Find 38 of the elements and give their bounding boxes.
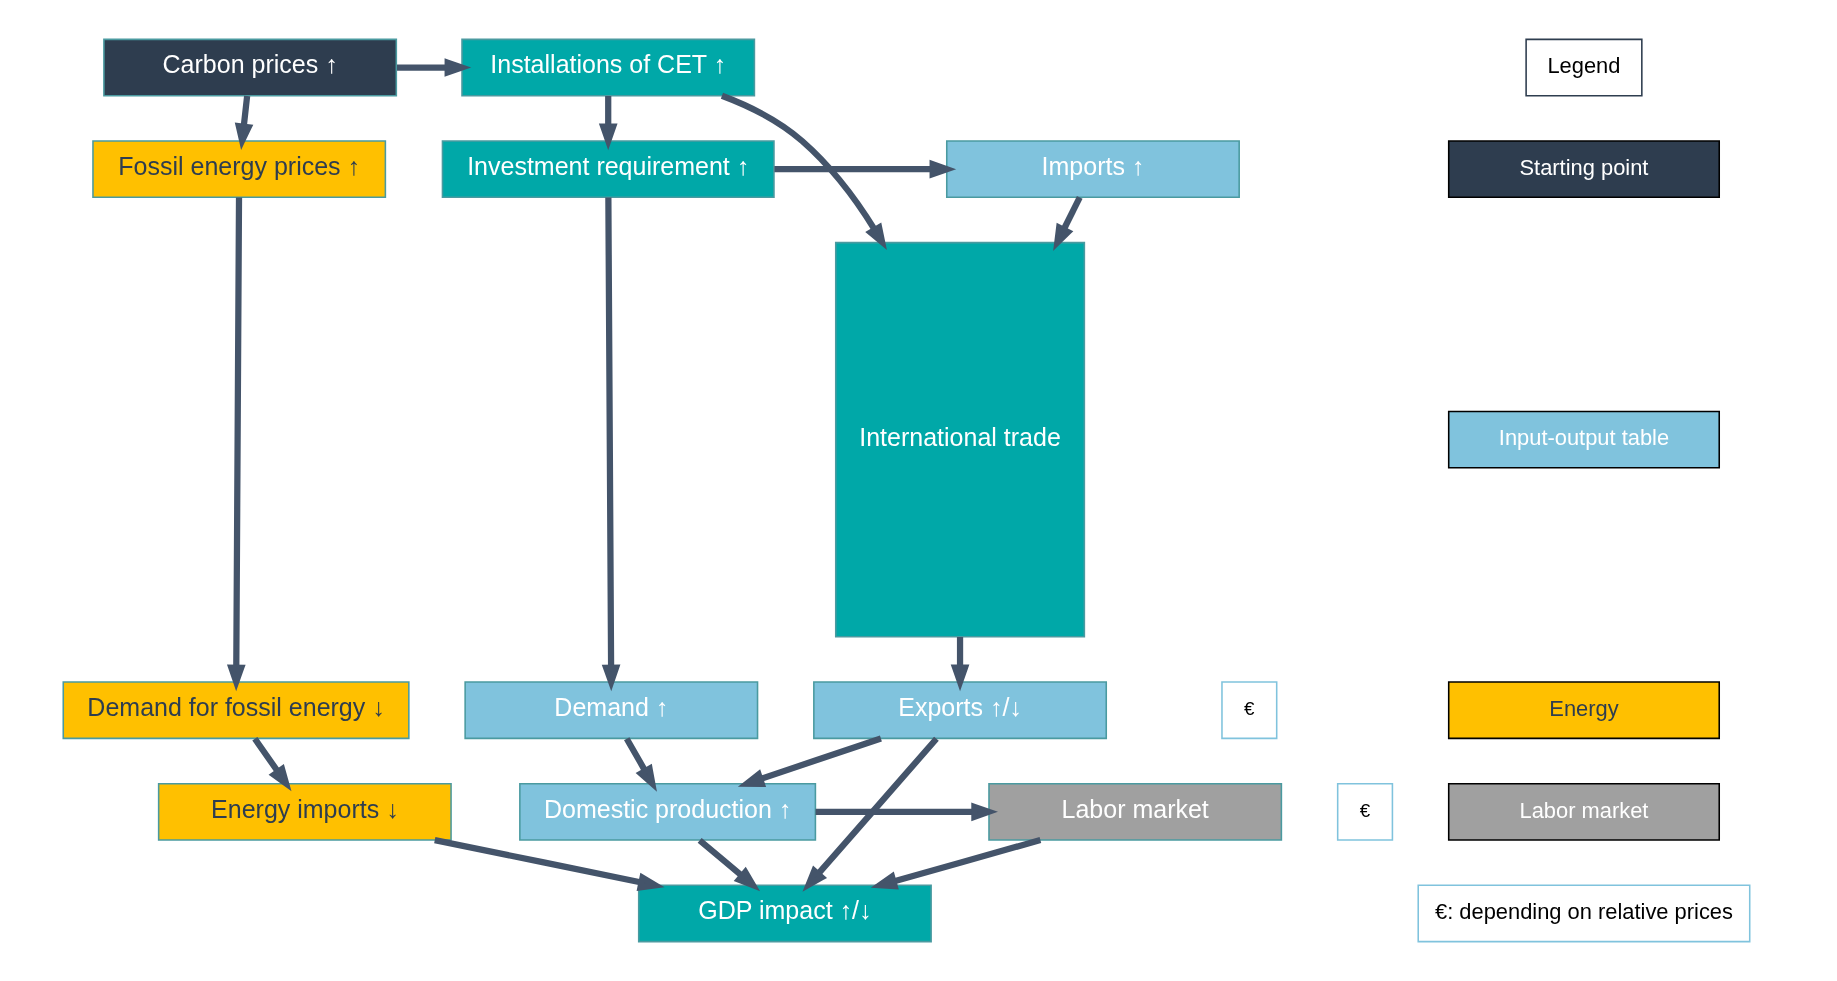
node-box: Carbon prices ↑ (102, 38, 397, 97)
arrow (601, 197, 620, 692)
node-box: Imports ↑ (945, 140, 1240, 199)
arrow (870, 837, 1041, 890)
node-box: € (1220, 681, 1277, 740)
arrow (433, 837, 665, 891)
arrow (226, 197, 246, 692)
node-box: Investment requirement ↑ (441, 140, 775, 199)
arrow (720, 92, 887, 251)
arrow (396, 58, 471, 77)
arrow (623, 737, 657, 792)
arrow (801, 736, 939, 892)
legend-label: Starting point (1519, 154, 1648, 180)
arrow (773, 159, 956, 179)
arrow (737, 735, 882, 787)
arrow (251, 736, 291, 792)
legend-label: Input-output table (1498, 425, 1669, 451)
node-box: Demand ↑ (463, 681, 758, 740)
node-box: Demand for fossil energy ↓ (61, 681, 410, 740)
arrow (598, 96, 618, 151)
label: €: depending on relative prices (1434, 899, 1733, 925)
node-box: Domestic production ↑ (518, 782, 816, 841)
legend-label: Energy (1548, 695, 1619, 721)
node-box: Exports ↑/↓ (812, 681, 1107, 740)
arrow (234, 95, 253, 151)
node-box: GDP impact ↑/↓ (637, 884, 932, 943)
node-box: International trade (834, 241, 1085, 638)
legend-label: Labor market (1519, 797, 1648, 823)
arrow (1052, 195, 1083, 251)
node-box: Fossil energy prices ↑ (91, 140, 386, 199)
arrow (815, 802, 998, 822)
node-box: Labor market (987, 782, 1282, 841)
arrow (950, 637, 969, 692)
arrow (697, 837, 760, 892)
label: Legend (1546, 53, 1620, 79)
node-box: Energy imports ↓ (157, 782, 452, 841)
node-box: € (1336, 782, 1393, 841)
node-box: Installations of CET ↑ (460, 38, 755, 97)
